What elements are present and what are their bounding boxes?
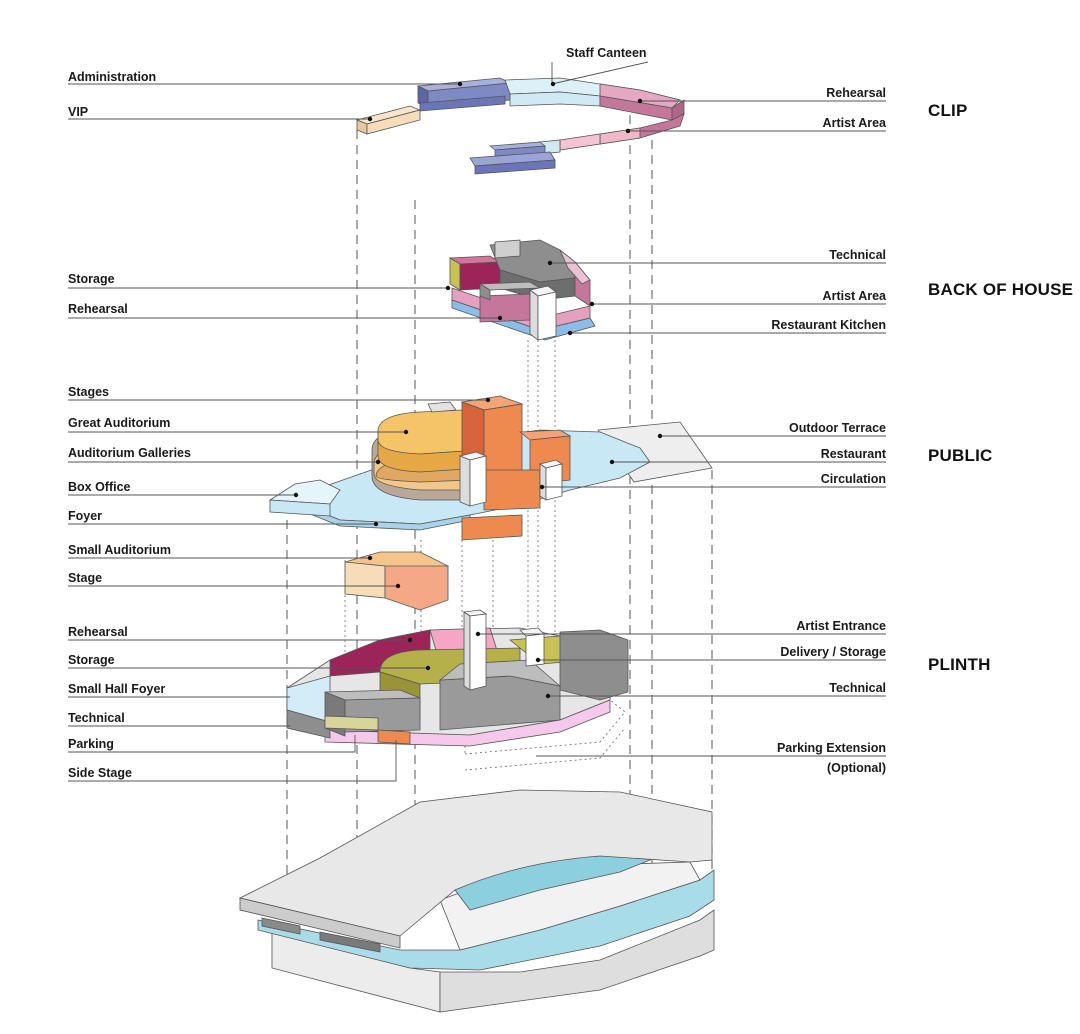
label-plinth-technical-left: Technical (68, 711, 125, 725)
leader-lines (68, 61, 886, 782)
small-auditorium-block (344, 551, 450, 611)
label-parking-extension: Parking Extension (776, 741, 886, 755)
label-plinth-technical-right: Technical (829, 681, 886, 695)
clip-level (355, 77, 685, 175)
label-outdoor-terrace: Outdoor Terrace (788, 421, 886, 435)
label-artist-entrance: Artist Entrance (796, 619, 886, 633)
label-clip-artist-area: Artist Area (822, 116, 886, 130)
label-delivery-storage: Delivery / Storage (780, 645, 886, 659)
label-vip: VIP (68, 105, 89, 119)
section-plinth: PLINTH (928, 655, 991, 674)
label-administration: Administration (68, 70, 157, 84)
label-restaurant: Restaurant (820, 447, 886, 461)
label-boh-rehearsal: Rehearsal (68, 302, 128, 316)
label-boh-storage: Storage (68, 272, 115, 286)
leader-dots (293, 81, 663, 699)
label-auditorium-galleries: Auditorium Galleries (68, 446, 191, 460)
label-parking-extension-note: (Optional) (826, 761, 886, 775)
section-back-of-house: BACK OF HOUSE (928, 280, 1074, 299)
label-staff-canteen: Staff Canteen (566, 46, 647, 60)
plinth-level (286, 609, 629, 771)
label-box-office: Box Office (68, 480, 131, 494)
label-great-auditorium: Great Auditorium (68, 416, 171, 430)
section-clip: CLIP (928, 101, 968, 120)
label-foyer: Foyer (68, 509, 103, 523)
label-plinth-storage: Storage (68, 653, 115, 667)
section-public: PUBLIC (928, 446, 993, 465)
label-stages: Stages (68, 385, 109, 399)
label-boh-technical: Technical (829, 248, 886, 262)
label-parking: Parking (68, 737, 114, 751)
label-plinth-rehearsal: Rehearsal (68, 625, 128, 639)
label-small-hall-foyer: Small Hall Foyer (68, 682, 166, 696)
back-of-house-level (448, 239, 596, 341)
label-side-stage: Side Stage (68, 766, 132, 780)
label-circulation: Circulation (820, 472, 886, 486)
public-level (268, 395, 713, 541)
label-small-auditorium: Small Auditorium (68, 543, 172, 557)
label-boh-artist-area: Artist Area (822, 289, 886, 303)
label-clip-rehearsal: Rehearsal (826, 86, 886, 100)
label-stage: Stage (68, 571, 103, 585)
roof-building (238, 789, 715, 1013)
label-restaurant-kitchen: Restaurant Kitchen (771, 318, 886, 332)
